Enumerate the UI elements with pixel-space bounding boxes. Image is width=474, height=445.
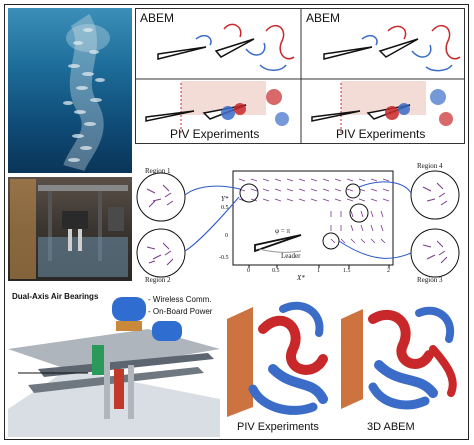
abem-piv-drawing <box>136 9 464 143</box>
vector-field-drawing <box>136 170 460 278</box>
x-tick-5: 2 <box>387 268 390 274</box>
leader-label: Leader <box>281 252 301 260</box>
piv-left-label: PIV Experiments <box>170 127 260 141</box>
y-tick-1: 0.5 <box>221 205 229 211</box>
y-axis-label: Y* <box>221 195 229 203</box>
air-bearings-title: Dual-Axis Air Bearings <box>12 292 99 301</box>
region-2-label: Region 2 <box>145 276 171 284</box>
wireless-comm-label: - Wireless Comm. <box>148 295 212 304</box>
phi-label: φ = π <box>275 227 291 235</box>
x-tick-1: 0 <box>247 268 250 274</box>
region-3-label: Region 3 <box>417 276 443 284</box>
region-4-label: Region 4 <box>417 162 443 170</box>
apparatus-render: Dual-Axis Air Bearings - Wireless Comm. … <box>8 289 220 437</box>
fish-school-drawing <box>63 14 110 172</box>
abem-right-label: ABEM <box>306 11 341 25</box>
vector-field-panel: Region 1 Region 2 Region 3 Region 4 φ = … <box>135 155 465 285</box>
x-tick-3: 1 <box>317 268 320 274</box>
vortex-drawing <box>227 301 457 417</box>
abem-piv-grid: ABEM ABEM PIV Experiments PIV Experiment… <box>135 8 465 144</box>
x-tick-2: 0.5 <box>272 268 280 274</box>
onboard-power-label: - On-Board Power <box>148 307 213 316</box>
abem-3d-label: 3D ABEM <box>367 421 415 433</box>
water-tank-photo <box>8 177 132 281</box>
x-tick-4: 1.5 <box>343 268 351 274</box>
x-axis-label: X* <box>297 274 305 282</box>
figure-frame: ABEM ABEM PIV Experiments PIV Experiment… <box>4 4 469 440</box>
abem-left-label: ABEM <box>140 11 175 25</box>
y-tick-3: -0.5 <box>219 255 229 261</box>
piv-3d-label: PIV Experiments <box>237 421 319 433</box>
piv-right-label: PIV Experiments <box>336 127 426 141</box>
vortex-renders: PIV Experiments 3D ABEM <box>223 289 465 437</box>
y-tick-2: 0 <box>225 233 228 239</box>
apparatus-drawing <box>8 297 220 437</box>
water-tank-drawing <box>10 179 128 279</box>
region-1-label: Region 1 <box>145 167 171 175</box>
fish-school-photo <box>8 8 132 173</box>
